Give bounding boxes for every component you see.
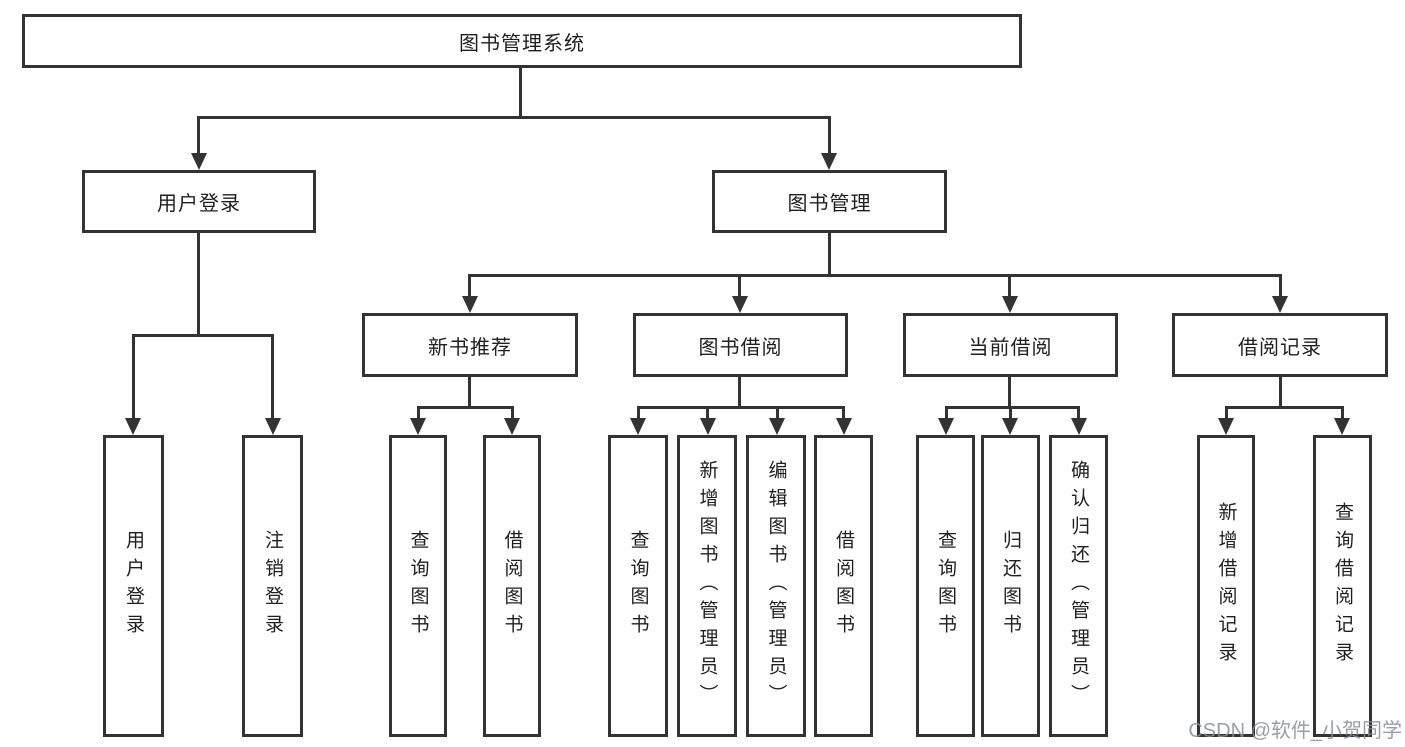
connector-line [945,406,1080,409]
leaf-bb-edit-books-admin: 编辑图书（管理员） [746,435,806,737]
leaf-br-add-record-label: 新增借阅记录 [1215,502,1237,670]
connector-line [417,406,420,419]
leaf-bb-query-books-label: 查询图书 [627,530,649,642]
connector-line [776,406,779,419]
leaf-bb-borrow-books: 借阅图书 [814,435,873,737]
leaf-bb-edit-books-admin-label: 编辑图书（管理员） [765,460,787,712]
node-book-management: 图书管理 [712,170,947,233]
connector-line [511,406,514,419]
connector-line [468,274,1282,277]
connector-line [1341,406,1344,419]
node-book-borrowing-label: 图书借阅 [698,336,783,359]
arrow-down-icon [191,153,207,170]
leaf-nb-borrow-books: 借阅图书 [483,435,541,737]
connector-line [1279,377,1282,408]
leaf-cb-query-books: 查询图书 [916,435,975,737]
leaf-cb-confirm-return-admin: 确认归还（管理员） [1049,435,1108,737]
connector-line [738,377,741,408]
arrow-down-icon [630,418,646,435]
node-new-book-recommendation-label: 新书推荐 [428,336,512,359]
leaf-bb-borrow-books-label: 借阅图书 [833,530,854,642]
node-user-login: 用户登录 [82,170,316,233]
connector-line [197,116,200,153]
leaf-bb-query-books: 查询图书 [608,435,668,737]
node-current-borrowing: 当前借阅 [903,313,1118,377]
arrow-down-icon [1071,418,1087,435]
arrow-down-icon [125,418,141,435]
connector-line [706,406,709,419]
connector-line [828,116,831,153]
leaf-cb-return-books: 归还图书 [981,435,1040,737]
arrow-down-icon [265,418,281,435]
connector-line [1009,406,1012,419]
node-new-book-recommendation: 新书推荐 [362,313,578,377]
watermark: CSDN @软件_小贺同学 [1188,720,1402,742]
connector-line [132,334,135,418]
arrow-down-icon [700,418,716,435]
connector-line [519,68,522,118]
node-book-management-label: 图书管理 [787,193,872,215]
leaf-cb-return-books-label: 归还图书 [1000,530,1021,642]
leaf-nb-borrow-books-label: 借阅图书 [501,530,523,642]
leaf-cb-confirm-return-admin-label: 确认归还（管理员） [1068,460,1089,712]
arrow-down-icon [1218,418,1234,435]
arrow-down-icon [769,418,785,435]
leaf-user-login: 用户登录 [103,435,164,737]
arrow-down-icon [732,296,748,313]
connector-line [1008,377,1011,408]
arrow-down-icon [821,153,837,170]
leaf-br-query-record-label: 查询借阅记录 [1332,502,1353,670]
connector-line [1008,274,1011,297]
connector-line [945,406,948,419]
node-borrowing-records: 借阅记录 [1172,313,1388,377]
node-borrowing-records-label: 借阅记录 [1238,336,1322,359]
connector-line [1077,406,1080,419]
arrow-down-icon [1002,418,1018,435]
arrow-down-icon [938,418,954,435]
arrow-down-icon [836,418,852,435]
leaf-nb-query-books: 查询图书 [389,435,447,737]
arrow-down-icon [1334,418,1350,435]
leaf-bb-add-books-admin-label: 新增图书（管理员） [696,460,718,712]
arrow-down-icon [462,296,478,313]
leaf-nb-query-books-label: 查询图书 [407,530,429,642]
connector-line [417,406,514,409]
connector-line [271,334,274,418]
connector-line [1279,274,1282,297]
node-system-root-label: 图书管理系统 [459,32,585,55]
connector-line [1225,406,1228,419]
arrow-down-icon [504,418,520,435]
leaf-br-query-record: 查询借阅记录 [1313,435,1372,737]
node-user-login-label: 用户登录 [157,193,241,215]
connector-line [738,274,741,297]
node-current-borrowing-label: 当前借阅 [968,336,1053,359]
connector-line [132,334,274,337]
node-book-borrowing: 图书借阅 [633,313,848,377]
leaf-logout-login: 注销登录 [242,435,303,737]
connector-line [637,406,845,409]
arrow-down-icon [410,418,426,435]
connector-line [828,233,831,276]
connector-line [197,233,200,336]
connector-line [468,274,471,297]
connector-line [197,116,831,119]
arrow-down-icon [1272,296,1288,313]
leaf-br-add-record: 新增借阅记录 [1197,435,1255,737]
connector-line [468,377,471,408]
leaf-cb-query-books-label: 查询图书 [935,530,956,642]
leaf-logout-login-label: 注销登录 [262,530,283,642]
node-system-root: 图书管理系统 [22,14,1022,68]
connector-line [842,406,845,419]
connector-line [1225,406,1343,409]
leaf-bb-add-books-admin: 新增图书（管理员） [677,435,737,737]
leaf-user-login-label: 用户登录 [123,530,144,642]
connector-line [637,406,640,419]
arrow-down-icon [1002,296,1018,313]
